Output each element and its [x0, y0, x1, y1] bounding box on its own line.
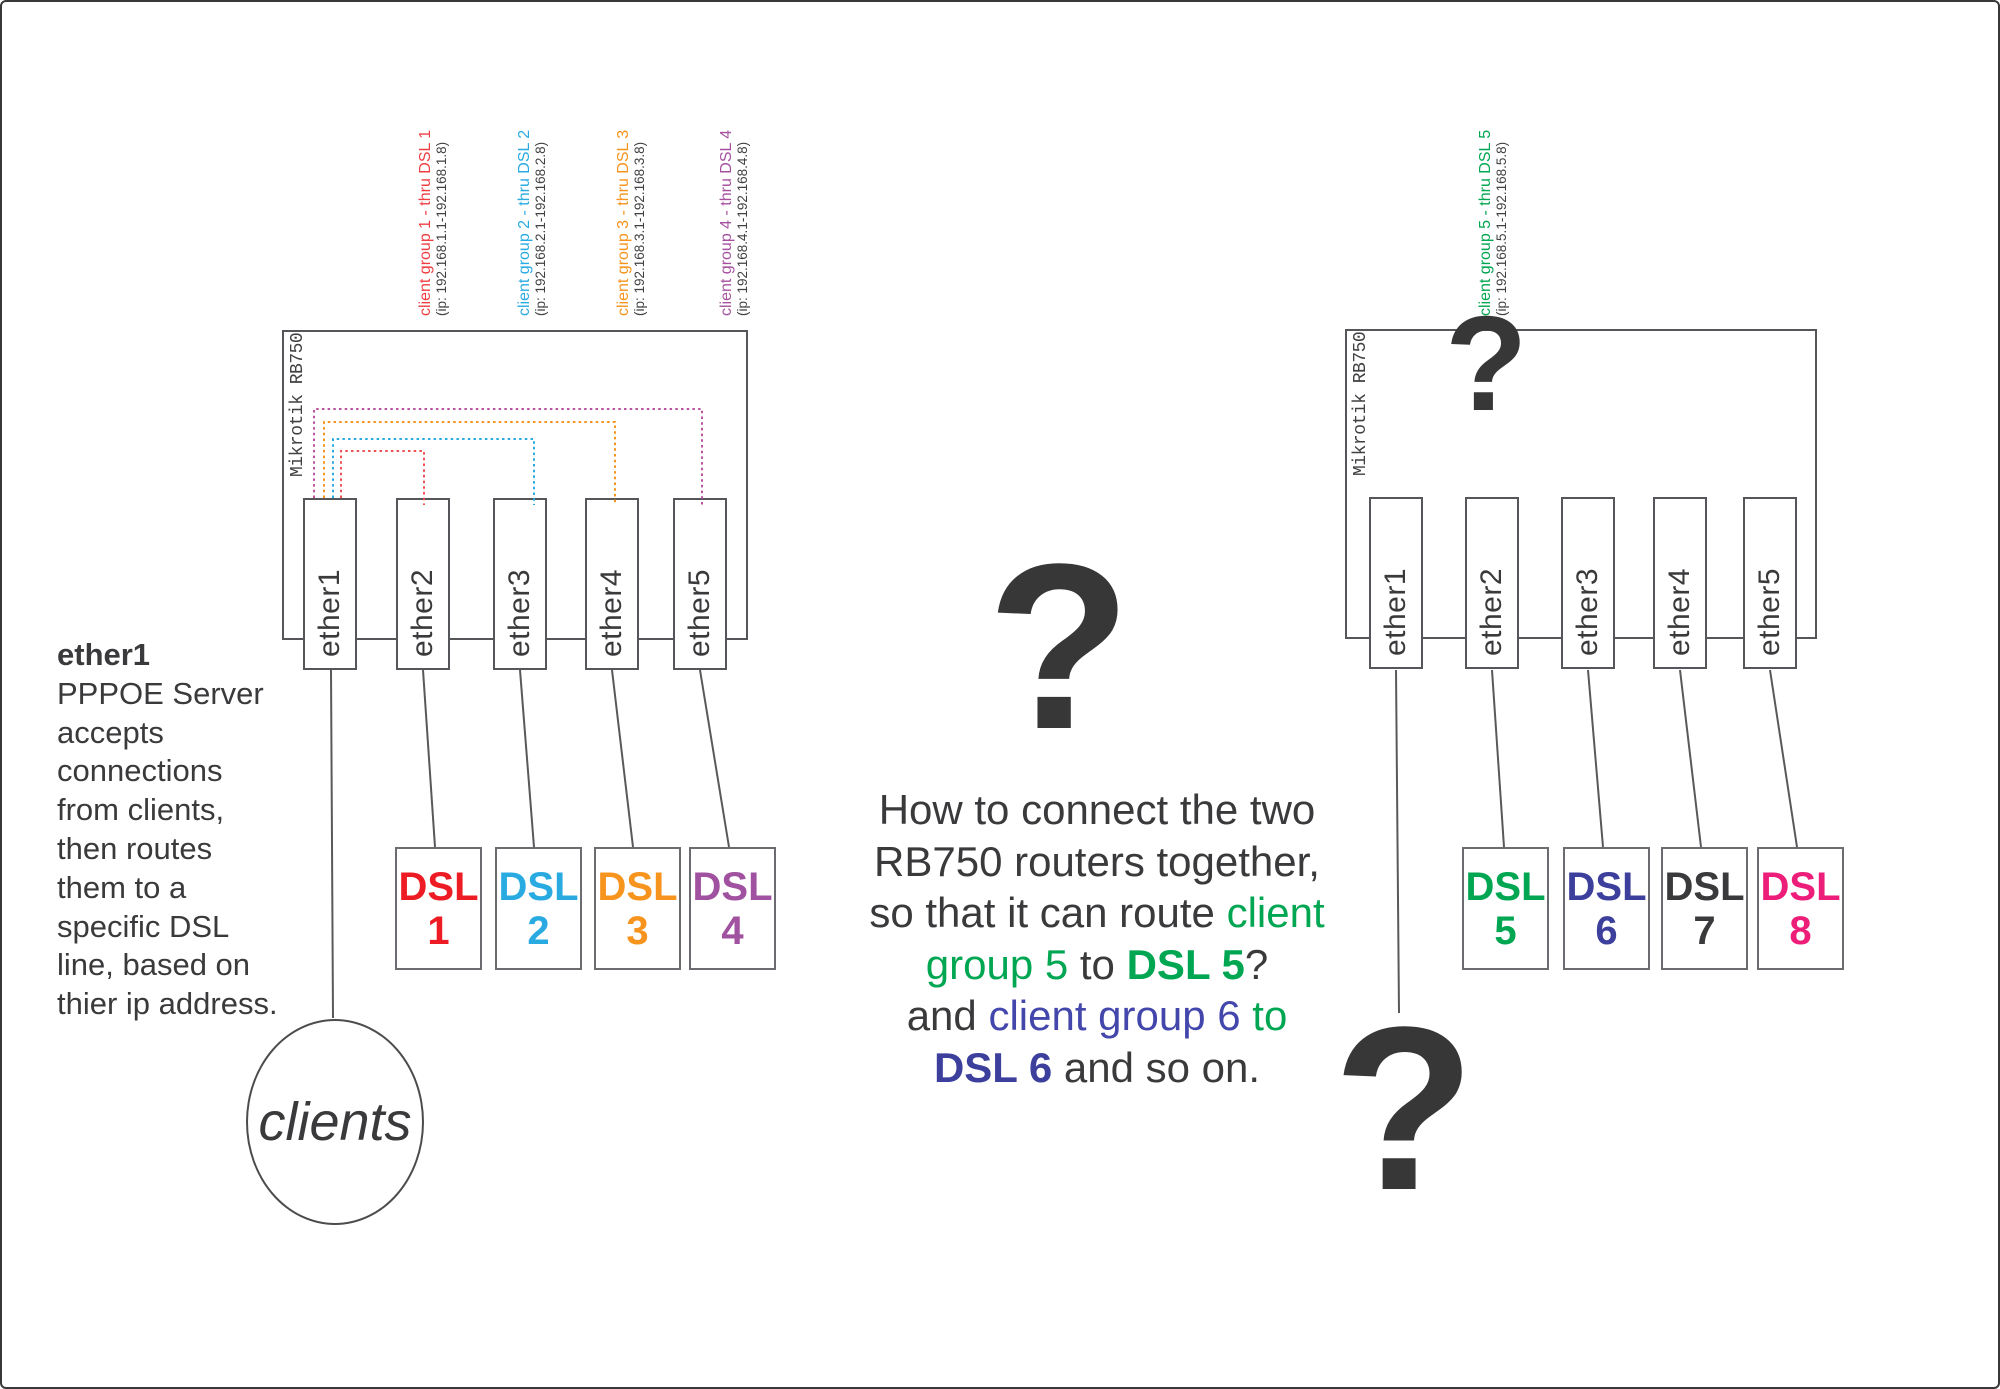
dsl-box-3: DSL 3 — [594, 847, 681, 970]
dsl-box-7: DSL 7 — [1661, 847, 1748, 970]
question-line-5: and client group 6 to — [906, 992, 1288, 1039]
note-line: PPPOE Server — [57, 675, 264, 711]
right-port-ether3-label: ether3 — [1571, 567, 1605, 657]
dsl-5-number: 5 — [1494, 908, 1517, 953]
question-mark-middle: ? — [987, 515, 1132, 779]
note-line: then routes — [57, 830, 213, 866]
client-group-2-ip: (ip: 192.168.2.1-192.168.2.8) — [533, 141, 548, 316]
left-port-ether2-label: ether2 — [406, 568, 440, 658]
dsl-7-word: DSL — [1664, 864, 1745, 909]
client-group-3-title: client group 3 - thru DSL 3 — [615, 129, 632, 316]
question-mark-router: ? — [1445, 288, 1528, 439]
dsl-box-4: DSL 4 — [689, 847, 776, 970]
dsl-3-word: DSL — [597, 864, 678, 909]
right-port-ether1-label: ether1 — [1379, 567, 1413, 657]
left-port-ether3: ether3 — [493, 498, 547, 670]
ether1-note: ether1 PPPOE Server accepts connections … — [57, 636, 278, 1024]
clients-ellipse: clients — [246, 1019, 424, 1225]
dsl-4-word: DSL — [692, 864, 773, 909]
clients-label: clients — [258, 1092, 412, 1152]
left-port-ether5: ether5 — [673, 498, 727, 670]
dsl-1-word: DSL — [398, 864, 479, 909]
left-port-ether4: ether4 — [585, 498, 639, 670]
dsl-box-5: DSL 5 — [1462, 847, 1549, 970]
dsl-box-1: DSL 1 — [395, 847, 482, 970]
note-line: from clients, — [57, 792, 225, 828]
dsl-4-number: 4 — [721, 908, 744, 953]
ether1-note-title: ether1 — [57, 637, 151, 672]
left-port-ether2: ether2 — [396, 498, 450, 670]
line-ether3-to-dsl2 — [519, 669, 535, 848]
question-line-1: How to connect the two — [878, 786, 1316, 833]
right-port-ether4: ether4 — [1653, 497, 1707, 669]
right-port-ether2-label: ether2 — [1475, 567, 1509, 657]
dsl-6-word: DSL — [1566, 864, 1647, 909]
line-ether5-to-dsl4 — [699, 669, 730, 848]
dsl-box-8: DSL 8 — [1757, 847, 1844, 970]
line-ether4-to-dsl3 — [611, 669, 634, 848]
question-line-2: RB750 routers together, — [874, 837, 1320, 885]
client-group-1-title: client group 1 - thru DSL 1 — [417, 129, 434, 316]
right-port-ether5: ether5 — [1743, 497, 1797, 669]
dsl-8-word: DSL — [1760, 864, 1841, 909]
right-port-ether3: ether3 — [1561, 497, 1615, 669]
dsl-box-2: DSL 2 — [495, 847, 582, 970]
client-group-1-ip: (ip: 192.168.1.1-192.168.1.8) — [434, 141, 449, 316]
dsl-8-number: 8 — [1789, 908, 1812, 953]
line-right-ether3-to-dsl6 — [1587, 669, 1604, 848]
right-router-name: Mikrotik RB750 — [1351, 331, 1371, 476]
note-line: them to a — [57, 869, 187, 905]
dsl-2-word: DSL — [498, 864, 579, 909]
note-line: line, based on — [57, 947, 251, 983]
dsl-box-6: DSL 6 — [1563, 847, 1650, 970]
line-right-ether5-to-dsl8 — [1769, 669, 1798, 848]
client-group-3-ip: (ip: 192.168.3.1-192.168.3.8) — [632, 141, 647, 316]
dsl-6-number: 6 — [1595, 908, 1618, 953]
question-mark-bottom: ? — [1332, 979, 1476, 1239]
client-group-4-title: client group 4 - thru DSL 4 — [718, 129, 735, 316]
right-port-ether5-label: ether5 — [1753, 567, 1787, 657]
question-paragraph: How to connect the two RB750 routers tog… — [832, 784, 1362, 1093]
dsl-3-number: 3 — [626, 908, 649, 953]
left-port-ether3-label: ether3 — [503, 568, 537, 658]
line-right-ether4-to-dsl7 — [1679, 669, 1702, 848]
question-line-6: DSL 6 and so on. — [933, 1043, 1261, 1091]
line-right-ether1-to-question — [1395, 669, 1400, 1014]
question-line-4: group 5 to DSL 5? — [925, 940, 1269, 988]
line-ether1-to-clients — [330, 669, 334, 1019]
right-port-ether1: ether1 — [1369, 497, 1423, 669]
line-ether2-to-dsl1 — [422, 669, 436, 848]
dsl-2-number: 2 — [527, 908, 550, 953]
client-group-label-3: client group 3 - thru DSL 3 (ip: 192.168… — [615, 129, 647, 316]
client-group-label-4: client group 4 - thru DSL 4 (ip: 192.168… — [718, 129, 750, 316]
left-port-ether1: ether1 — [303, 498, 357, 670]
note-line: accepts — [57, 714, 164, 750]
dsl-5-word: DSL — [1465, 864, 1546, 909]
left-port-ether5-label: ether5 — [683, 568, 717, 658]
line-right-ether2-to-dsl5 — [1491, 669, 1505, 848]
left-router-name: Mikrotik RB750 — [288, 332, 308, 477]
left-port-ether1-label: ether1 — [313, 568, 347, 658]
client-group-label-2: client group 2 - thru DSL 2 (ip: 192.168… — [516, 129, 548, 316]
note-line: connections — [57, 753, 223, 789]
client-group-label-1: client group 1 - thru DSL 1 (ip: 192.168… — [417, 129, 449, 316]
note-line: thier ip address. — [57, 986, 278, 1022]
dsl-7-number: 7 — [1693, 908, 1716, 953]
right-port-ether4-label: ether4 — [1663, 567, 1697, 657]
left-port-ether4-label: ether4 — [595, 568, 629, 658]
client-group-4-ip: (ip: 192.168.4.1-192.168.4.8) — [735, 141, 750, 316]
dsl-1-number: 1 — [427, 908, 450, 953]
note-line: specific DSL — [57, 908, 230, 944]
client-group-2-title: client group 2 - thru DSL 2 — [516, 129, 533, 316]
question-line-3: so that it can route client — [869, 889, 1325, 936]
right-port-ether2: ether2 — [1465, 497, 1519, 669]
